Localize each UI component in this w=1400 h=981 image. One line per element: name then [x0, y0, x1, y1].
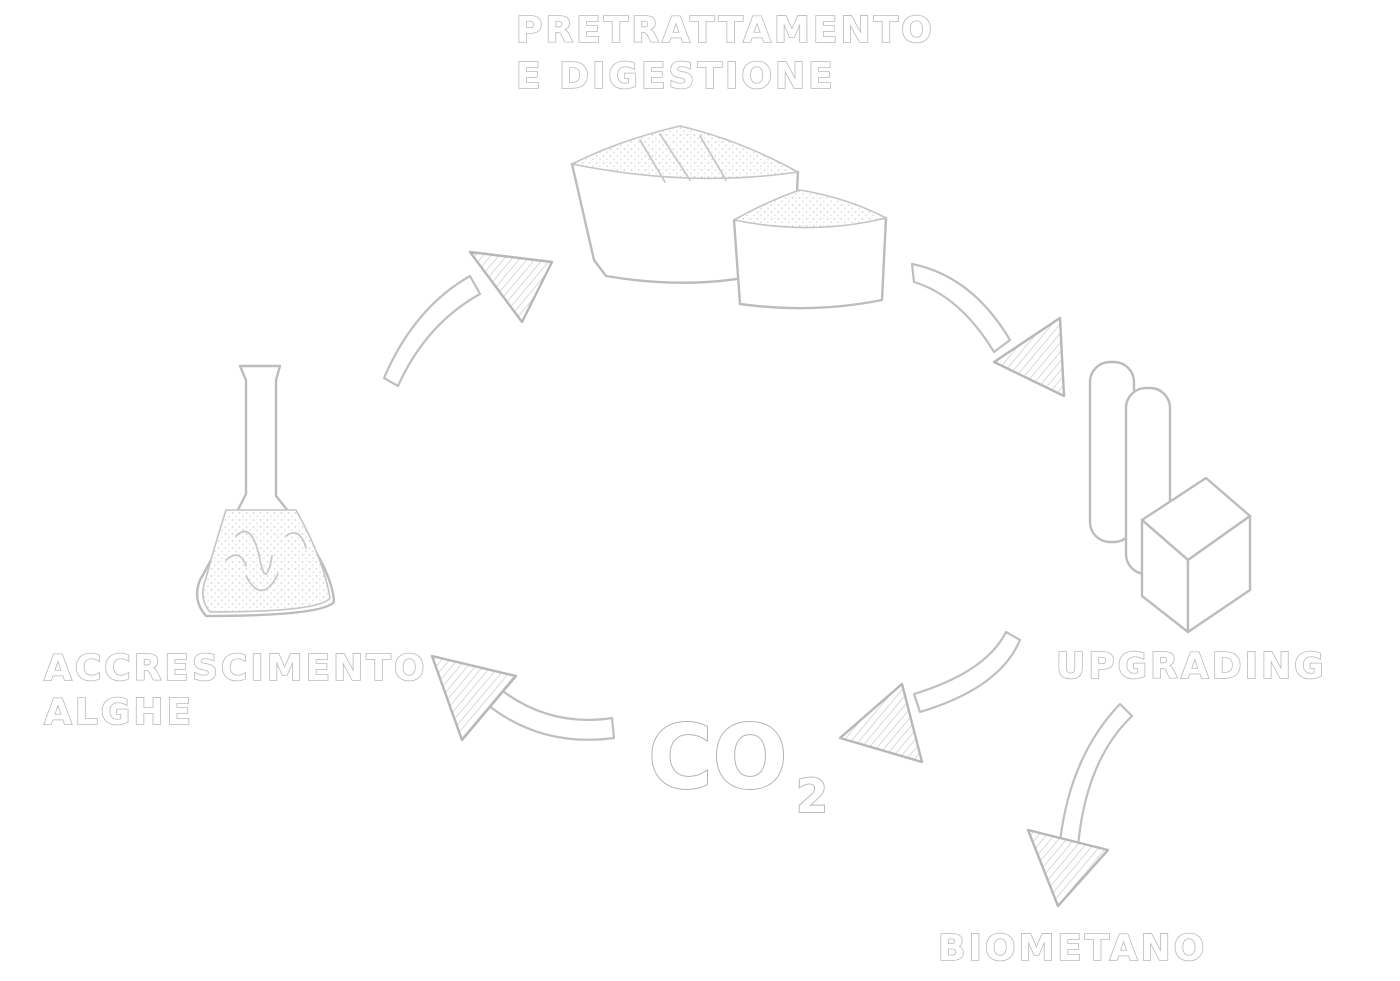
co2-label-subscript: 2	[796, 769, 828, 823]
algae-growth-label-line1: ACCRESCIMENTO	[44, 648, 427, 689]
arrow-pretreatment-to-upgrading	[910, 262, 1066, 398]
co2-label: CO 2	[647, 705, 829, 824]
pretreatment-label-line1: PRETRATTAMENTO	[516, 10, 935, 51]
upgrading-columns-icon	[1088, 360, 1252, 634]
biomethane-label: BIOMETANO	[938, 928, 1207, 969]
algae-flask-icon	[195, 364, 336, 618]
arrow-algae-to-pretreatment	[382, 250, 554, 388]
digester-tanks-icon	[570, 125, 888, 310]
pretreatment-label-line2: E DIGESTIONE	[516, 56, 836, 97]
arrow-co2-to-algae	[430, 654, 616, 742]
arrow-upgrading-to-biomethane	[1026, 702, 1134, 908]
algae-growth-label-line2: ALGHE	[44, 692, 194, 733]
pretreatment-label: PRETRATTAMENTO E DIGESTIONE	[515, 9, 935, 98]
arrow-upgrading-to-co2	[838, 630, 1022, 764]
algae-growth-label: ACCRESCIMENTO ALGHE	[43, 647, 427, 734]
upgrading-label: UPGRADING	[1056, 646, 1327, 687]
co2-label-main: CO	[648, 706, 787, 809]
